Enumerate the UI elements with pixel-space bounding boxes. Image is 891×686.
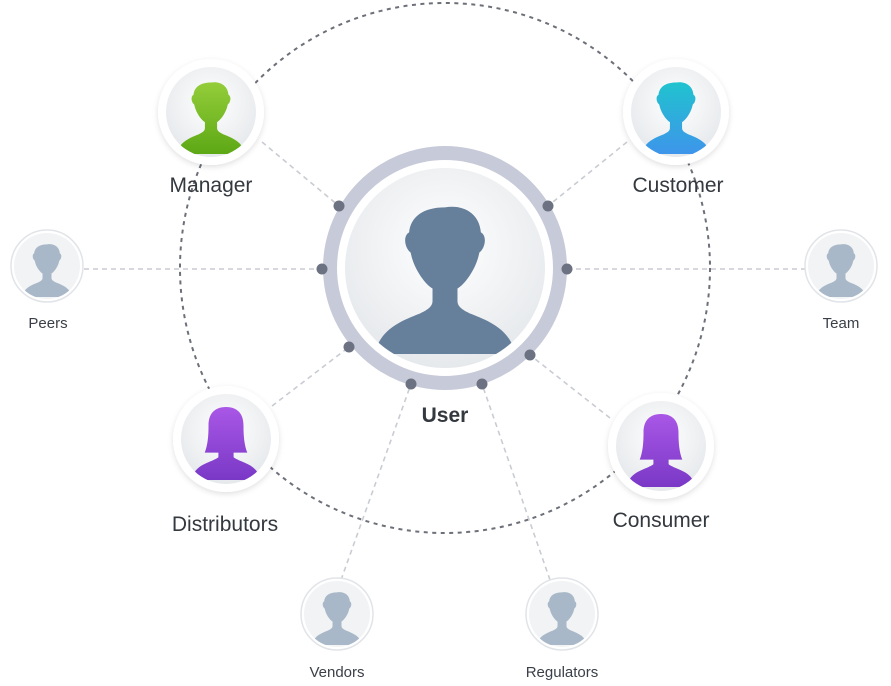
connector-consumer	[529, 354, 611, 419]
connectors	[84, 141, 805, 581]
ring-dot	[343, 341, 355, 353]
ring-dot	[333, 200, 345, 212]
orbit-ring	[179, 2, 711, 534]
ring-dots	[316, 200, 573, 390]
ring-dot	[405, 378, 417, 390]
node-team[interactable]: Team	[804, 229, 878, 332]
node-label-customer: Customer	[632, 174, 723, 197]
ring-dot	[542, 200, 554, 212]
ring-dot	[561, 263, 573, 275]
ring-dot	[476, 378, 488, 390]
node-vendors[interactable]: Vendors	[300, 577, 374, 681]
node-label-vendors: Vendors	[309, 664, 364, 681]
node-user[interactable]: User	[323, 146, 567, 427]
node-peers[interactable]: Peers	[10, 229, 84, 332]
ring-dot	[524, 349, 536, 361]
ring-dot	[316, 263, 328, 275]
node-manager[interactable]: Manager	[158, 59, 264, 197]
connector-regulators	[481, 383, 551, 581]
node-label-consumer: Consumer	[613, 509, 710, 532]
node-distributors[interactable]: Distributors	[172, 386, 279, 536]
node-regulators[interactable]: Regulators	[525, 577, 599, 681]
node-label-team: Team	[823, 315, 860, 332]
node-label-peers: Peers	[28, 315, 67, 332]
node-label-manager: Manager	[170, 174, 253, 197]
connector-manager	[261, 141, 340, 207]
node-customer[interactable]: Customer	[623, 59, 729, 197]
connector-distributors	[271, 346, 350, 407]
connector-vendors	[340, 383, 412, 581]
node-label-distributors: Distributors	[172, 513, 278, 536]
connector-customer	[547, 141, 628, 207]
node-label-user: User	[422, 404, 469, 427]
node-consumer[interactable]: Consumer	[608, 393, 714, 532]
node-label-regulators: Regulators	[526, 664, 599, 681]
